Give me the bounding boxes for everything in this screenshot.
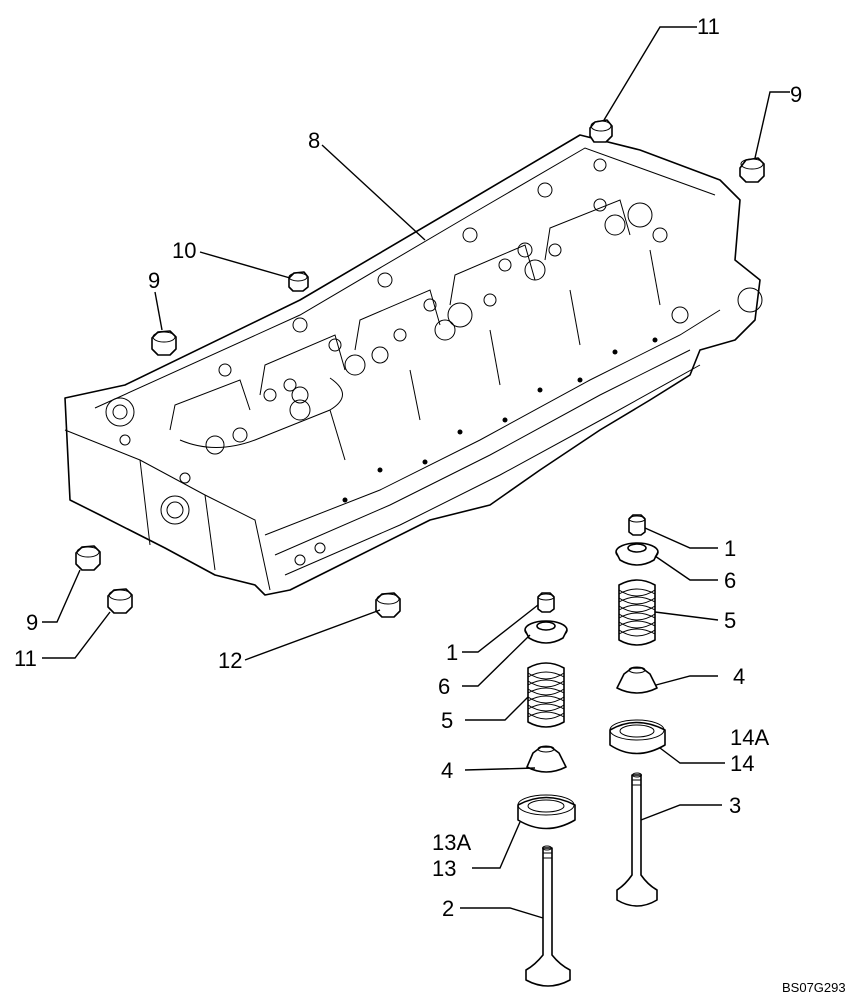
callout-12: 12 (218, 648, 242, 673)
drawing-reference: BS07G293 (782, 980, 846, 995)
leader-lines (42, 26, 790, 919)
spring-retainer-right[interactable] (615, 542, 659, 566)
valve-seal-left[interactable] (526, 745, 567, 773)
callout-6-left: 6 (438, 674, 450, 699)
plug-11-top[interactable] (589, 119, 613, 143)
valve-keeper-left[interactable] (537, 592, 555, 613)
callout-5-right: 5 (724, 608, 736, 633)
callout-6-right: 6 (724, 568, 736, 593)
callout-4-left: 4 (441, 758, 453, 783)
callout-3: 3 (729, 793, 741, 818)
callout-5-left: 5 (441, 708, 453, 733)
plug-11-bottom[interactable] (107, 588, 133, 614)
callout-9-left: 9 (148, 268, 160, 293)
plug-9-top[interactable] (739, 157, 765, 183)
callout-2: 2 (442, 896, 454, 921)
plug-10[interactable] (288, 271, 309, 292)
callout-13: 13 (432, 856, 456, 881)
callout-14: 14 (730, 751, 754, 776)
plug-9-left[interactable] (151, 330, 177, 356)
callout-10: 10 (172, 238, 196, 263)
callout-11-bottom: 11 (14, 646, 37, 671)
callout-1-right: 1 (724, 536, 736, 561)
callouts: 11 9 8 10 9 9 11 12 1 6 5 4 14A 14 3 1 6… (14, 14, 846, 995)
valve-spring-left[interactable] (527, 662, 565, 728)
callout-9-top: 9 (790, 82, 802, 107)
cylinder-head[interactable] (64, 134, 763, 596)
plug-9-bottom[interactable] (75, 545, 101, 571)
valve-seat-insert-14[interactable] (609, 719, 666, 755)
callout-4-right: 4 (733, 664, 745, 689)
valve-seal-right[interactable] (616, 666, 658, 694)
callout-14a: 14A (730, 725, 769, 750)
callout-13a: 13A (432, 830, 471, 855)
spring-retainer-left[interactable] (524, 620, 568, 644)
intake-valve-2[interactable] (525, 845, 571, 987)
valve-keeper-right[interactable] (628, 514, 646, 536)
callout-11-top: 11 (697, 14, 720, 39)
plug-12[interactable] (375, 592, 401, 618)
exhaust-valve-3[interactable] (616, 772, 658, 907)
callout-9-bottom: 9 (26, 610, 38, 635)
callout-1-left: 1 (446, 640, 458, 665)
valve-spring-right[interactable] (618, 579, 656, 646)
valve-seat-insert-13[interactable] (517, 794, 576, 830)
callout-8: 8 (308, 128, 320, 153)
